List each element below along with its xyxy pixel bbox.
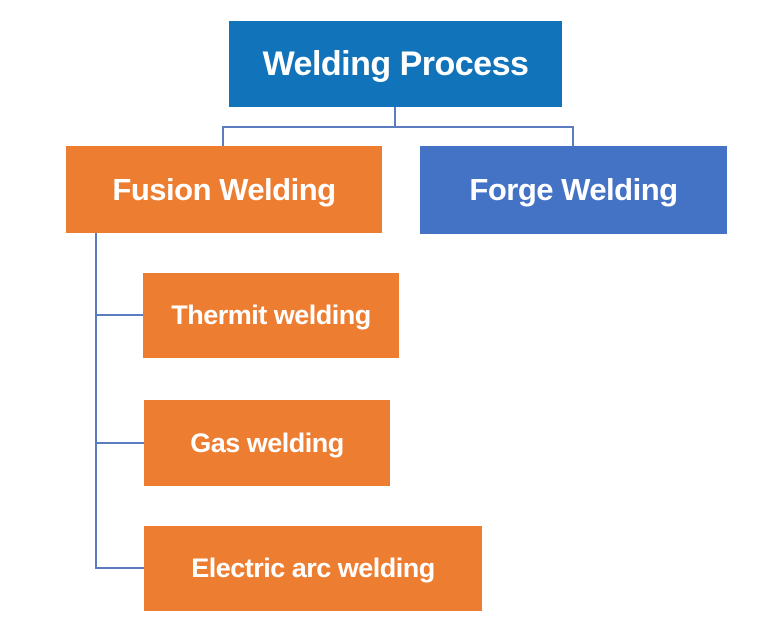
connector-drop-forge <box>572 126 574 147</box>
node-label: Forge Welding <box>469 172 678 207</box>
node-gas-welding: Gas welding <box>144 400 390 486</box>
node-label: Gas welding <box>190 427 344 458</box>
node-thermit-welding: Thermit welding <box>143 273 399 358</box>
node-label: Electric arc welding <box>191 553 435 583</box>
connector-stub-thermit <box>95 314 143 316</box>
node-label: Welding Process <box>262 44 529 83</box>
connector-top-horizontal <box>222 126 574 128</box>
node-forge-welding: Forge Welding <box>420 146 727 234</box>
node-label: Fusion Welding <box>112 171 336 207</box>
connector-fusion-trunk <box>95 233 97 569</box>
connector-drop-fusion <box>222 126 224 147</box>
node-label: Thermit welding <box>171 300 371 330</box>
connector-root-stem <box>394 107 396 127</box>
connector-stub-electric <box>95 567 144 569</box>
node-fusion-welding: Fusion Welding <box>66 146 382 233</box>
connector-stub-gas <box>95 442 144 444</box>
node-electric-arc-welding: Electric arc welding <box>144 526 482 611</box>
node-welding-process: Welding Process <box>229 21 562 107</box>
